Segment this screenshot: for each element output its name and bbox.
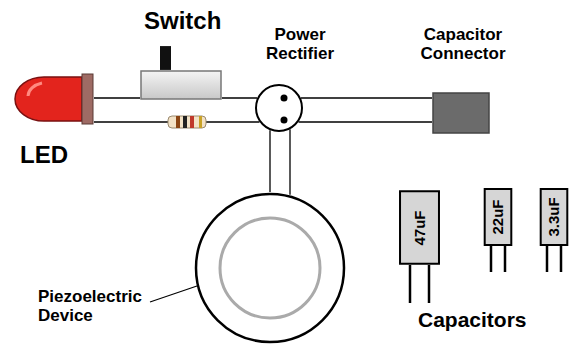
connector-label: Capacitor Connector [396,26,530,63]
rectifier-label: Power Rectifier [248,26,352,63]
cap-label: 22uF [490,199,507,234]
cap-node: 47uF [399,190,440,265]
cap-label: 47uF [411,210,428,245]
wire [298,121,432,122]
switch-knob [160,46,171,70]
switch-label: Switch [144,8,221,34]
connector-shape [432,92,490,134]
piezo-label: Piezoelectric Device [38,288,158,325]
resistor-symbol [168,116,206,128]
rectifier-shape [255,84,303,132]
wire [289,129,290,194]
wire [301,97,432,98]
switch-node: Switch [140,6,256,100]
wire [222,97,257,98]
wire [94,97,140,98]
group-label: Capacitors [418,308,527,332]
led-node: LED [12,74,102,174]
switch-shape [140,70,222,100]
cap-node: 22uF [484,188,512,246]
cap-label: 3.3uF [546,197,563,236]
piezo-shape [194,192,346,344]
led-label: LED [20,142,68,168]
wire [269,130,270,192]
led-shape [12,74,94,124]
piezo-node: Piezoelectric Device [30,190,350,348]
cap-node: 3.3uF [540,188,568,246]
connector-node: Capacitor Connector [396,26,530,136]
rectifier-node: Power Rectifier [248,26,352,136]
